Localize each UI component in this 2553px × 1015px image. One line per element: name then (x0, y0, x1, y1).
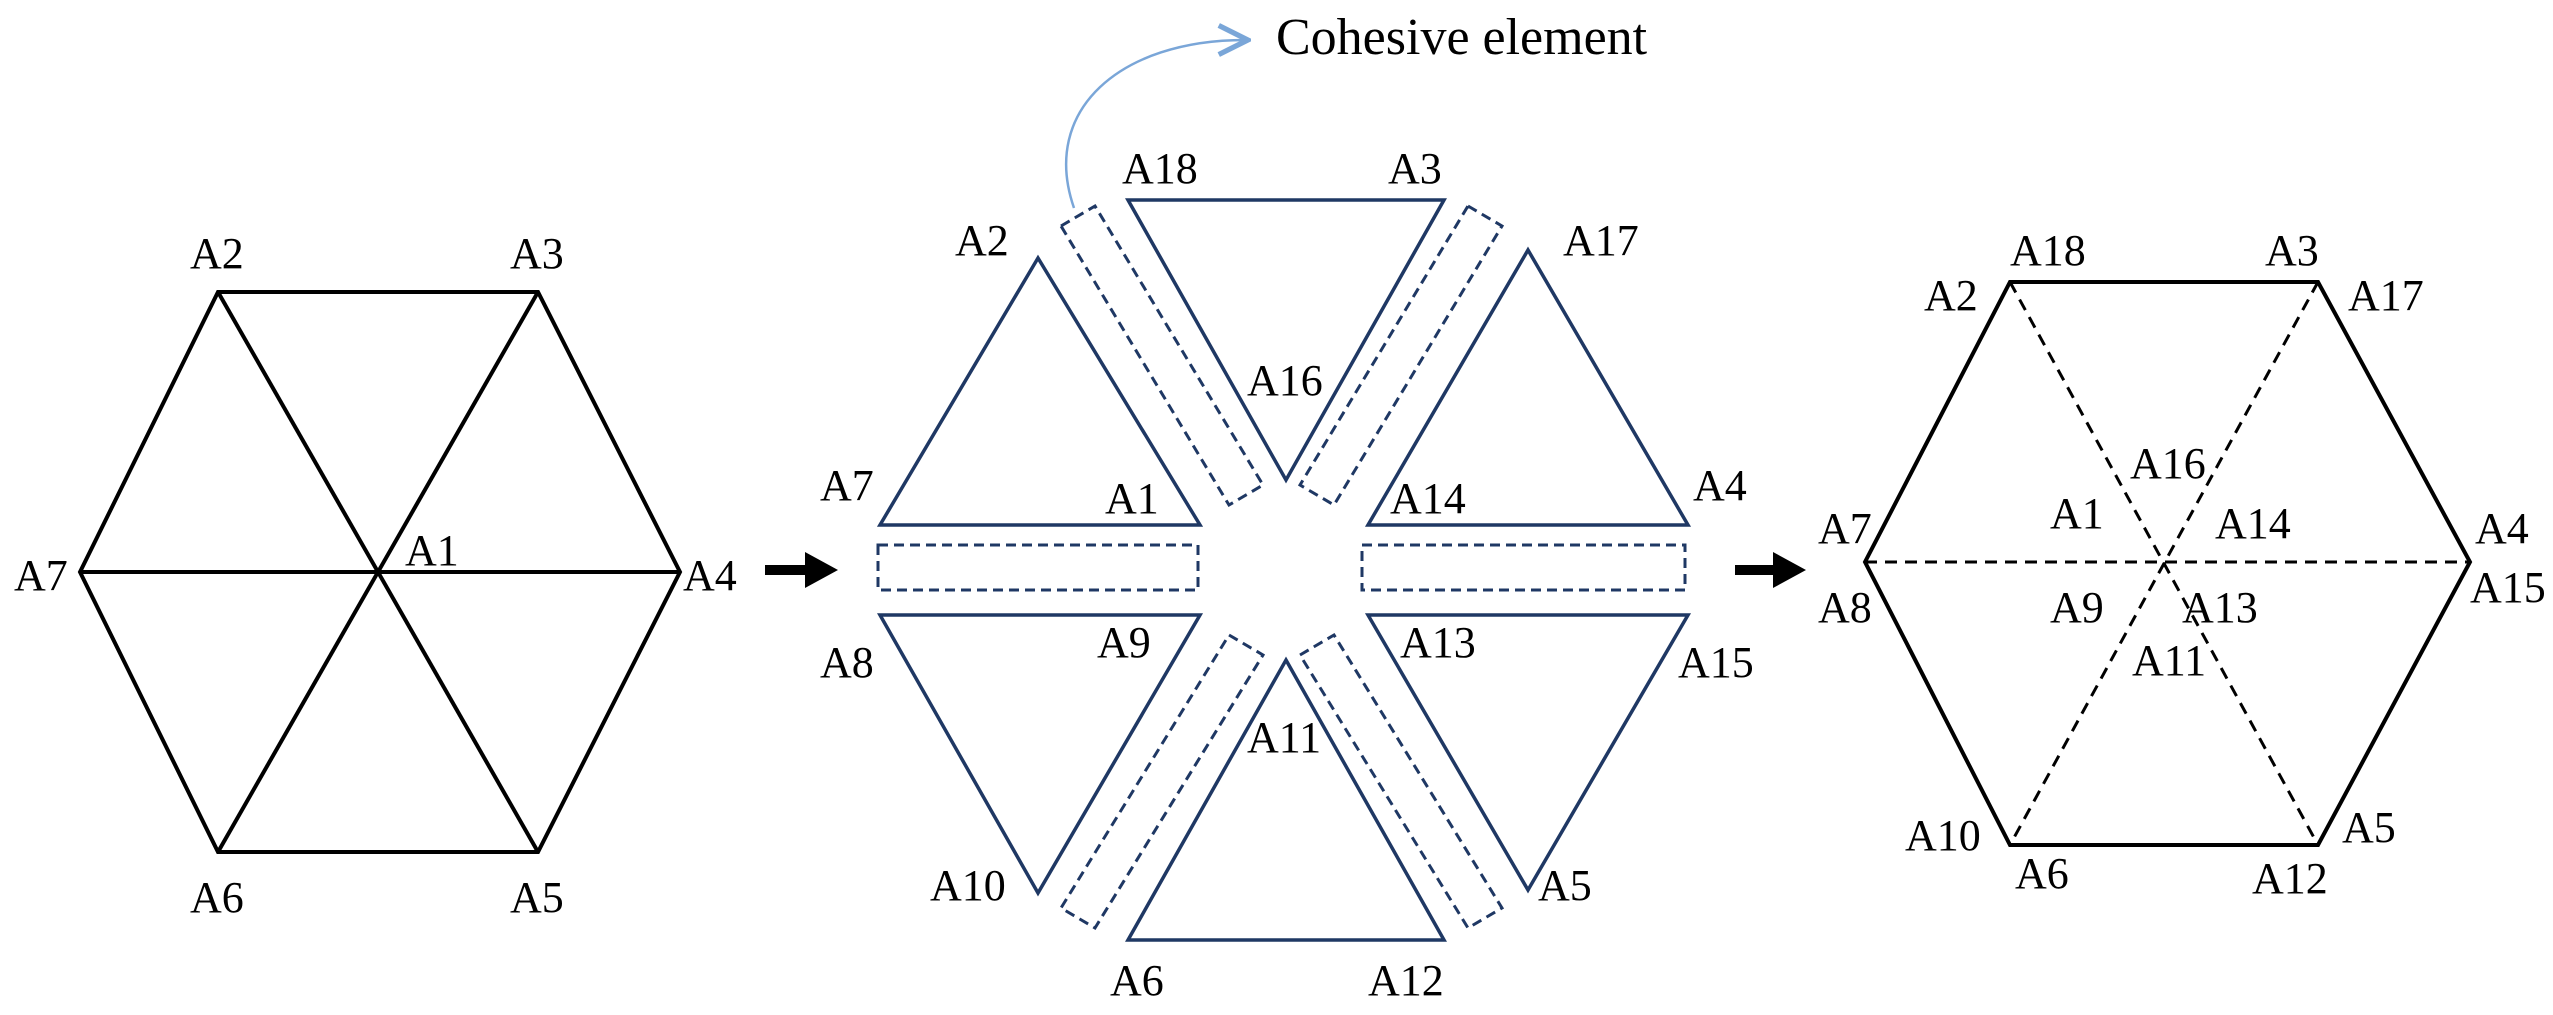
middle-triangle-top-right (1364, 246, 1692, 527)
left-diagonal-a3-a6 (216, 291, 540, 853)
right-label-a4: A4 (2475, 504, 2529, 553)
left-label-a1: A1 (405, 526, 459, 575)
right-label-a3: A3 (2265, 226, 2319, 275)
right-label-a16: A16 (2130, 439, 2206, 488)
middle-label-a16: A16 (1247, 356, 1323, 405)
cohesive-element-top-left (1058, 203, 1266, 508)
left-label-a7: A7 (14, 551, 68, 600)
middle-label-a12: A12 (1368, 956, 1444, 1005)
left-hexagon-mesh (77, 290, 683, 854)
transition-arrow-1 (765, 552, 838, 588)
right-label-a1: A1 (2050, 489, 2104, 538)
right-label-a10: A10 (1905, 811, 1981, 860)
cohesive-element-left (876, 543, 1200, 592)
cohesive-element-top-right (1297, 203, 1505, 508)
cohesive-element-bottom-right (1297, 632, 1505, 931)
middle-label-a13: A13 (1400, 618, 1476, 667)
middle-label-a18: A18 (1122, 144, 1198, 193)
right-dashed-a3-a6 (2008, 281, 2320, 846)
left-label-a4: A4 (683, 551, 737, 600)
middle-label-a15: A15 (1678, 638, 1754, 687)
cohesive-element-right (1360, 543, 1687, 592)
middle-label-a3: A3 (1388, 144, 1442, 193)
middle-label-a11: A11 (1247, 713, 1321, 762)
right-label-a13: A13 (2182, 583, 2258, 632)
right-label-a2: A2 (1924, 271, 1978, 320)
middle-label-a17: A17 (1563, 216, 1639, 265)
right-hexagon-mesh (1862, 280, 2473, 847)
cohesive-element-bottom-left (1058, 632, 1266, 931)
middle-label-a7: A7 (820, 461, 874, 510)
cohesive-callout-arrow (1064, 40, 1245, 209)
transition-arrow-2 (1735, 552, 1806, 588)
middle-label-a2: A2 (955, 216, 1009, 265)
right-label-a15: A15 (2470, 563, 2546, 612)
left-label-a6: A6 (190, 873, 244, 922)
middle-triangle-top-left (876, 254, 1204, 527)
right-labels: A18 A3 A2 A17 A16 A1 A14 A7 A4 A8 A15 A9… (1818, 226, 2546, 903)
right-label-a8: A8 (1818, 583, 1872, 632)
right-label-a7: A7 (1818, 504, 1872, 553)
middle-label-a5: A5 (1538, 861, 1592, 910)
middle-label-a4: A4 (1693, 461, 1747, 510)
left-labels: A2 A3 A7 A1 A4 A6 A5 (14, 229, 737, 922)
left-label-a3: A3 (510, 229, 564, 278)
middle-labels: A18 A3 A2 A17 A16 A7 A1 A14 A4 A8 A9 A13… (820, 144, 1754, 1005)
middle-label-a6: A6 (1110, 956, 1164, 1005)
right-label-a14: A14 (2215, 499, 2291, 548)
left-label-a2: A2 (190, 229, 244, 278)
middle-label-a10: A10 (930, 861, 1006, 910)
middle-triangle-bottom-left (876, 613, 1204, 897)
middle-label-a9: A9 (1097, 618, 1151, 667)
middle-triangle-bottom-right (1364, 613, 1692, 894)
middle-triangle-bottom (1125, 656, 1447, 942)
left-label-a5: A5 (510, 873, 564, 922)
middle-separated-mesh (876, 40, 1692, 942)
middle-triangle-top (1125, 198, 1447, 484)
right-label-a11: A11 (2132, 636, 2206, 685)
right-label-a18: A18 (2010, 226, 2086, 275)
middle-label-a8: A8 (820, 638, 874, 687)
right-label-a17: A17 (2348, 271, 2424, 320)
right-label-a9: A9 (2050, 583, 2104, 632)
right-label-a12: A12 (2252, 854, 2328, 903)
cohesive-element-caption: Cohesive element (1276, 9, 1648, 66)
middle-label-a14: A14 (1390, 474, 1466, 523)
right-label-a6: A6 (2015, 849, 2069, 898)
right-label-a5: A5 (2342, 803, 2396, 852)
middle-label-a1: A1 (1105, 474, 1159, 523)
